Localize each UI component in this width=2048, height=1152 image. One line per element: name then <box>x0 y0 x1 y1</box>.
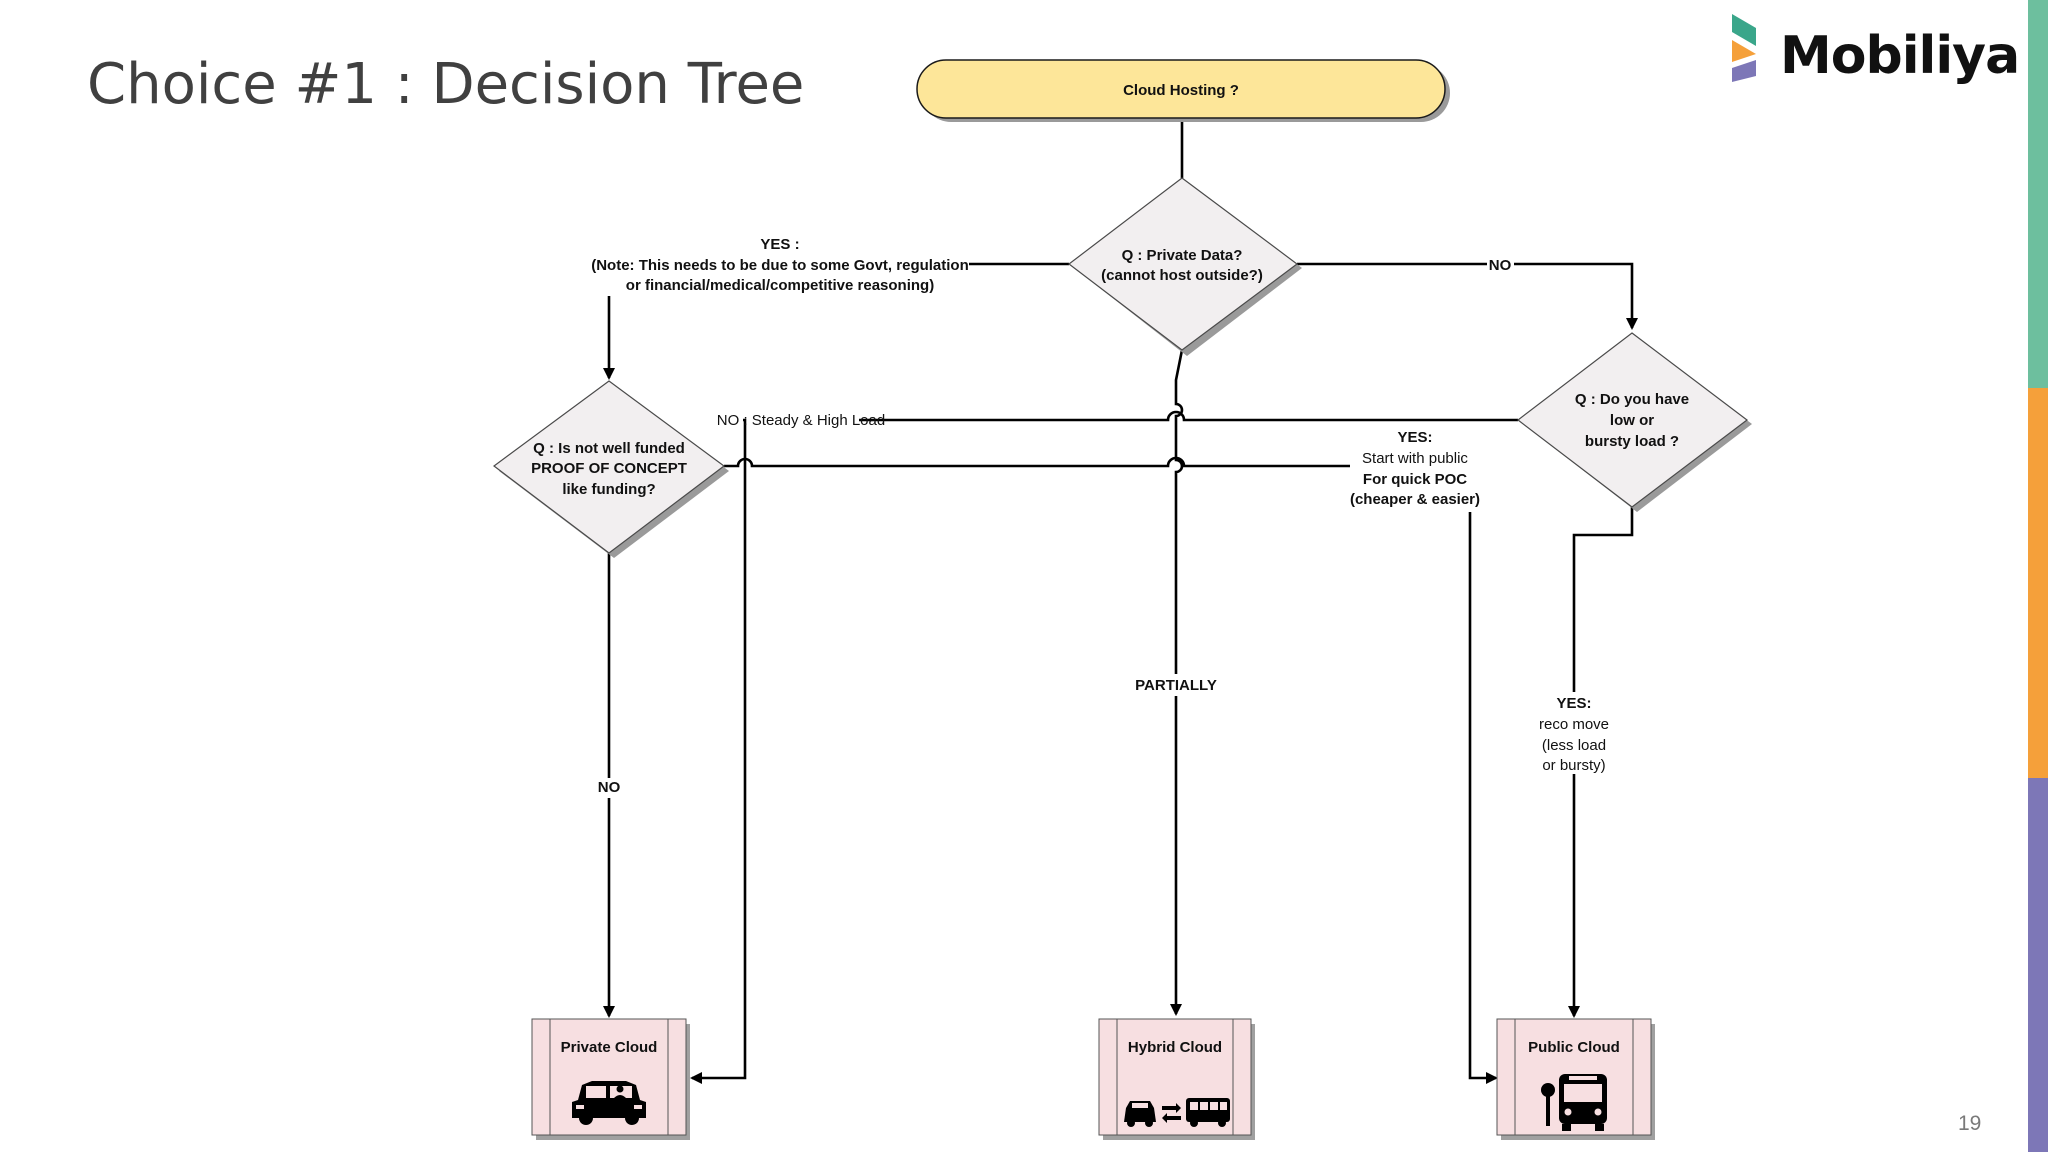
edge-no-steady-line-a <box>859 410 1518 422</box>
edge-yes-poc-line-b <box>1468 512 1498 1084</box>
accent-bar-orange <box>2028 388 2048 778</box>
question-poc-line-1: Q : Is not well funded <box>533 440 685 457</box>
edge-no-private-line-b <box>1514 262 1638 330</box>
svg-text:YES:: YES: <box>1397 429 1432 446</box>
question-load-line-3: bursty load ? <box>1585 433 1679 450</box>
svg-text:reco move: reco move <box>1539 716 1609 733</box>
svg-text:or bursty): or bursty) <box>1542 757 1605 774</box>
question-private-data-line-2: (cannot host outside?) <box>1101 267 1263 284</box>
question-poc-line-2: PROOF OF CONCEPT <box>531 460 687 477</box>
edge-yes-poc-line-a <box>724 456 1350 468</box>
page-title: Choice #1 : Decision Tree <box>87 52 805 117</box>
car-icon <box>572 1081 646 1125</box>
accent-bar-green <box>2028 0 2048 388</box>
question-load: Q : Do you have low or bursty load ? <box>1517 332 1752 512</box>
question-poc-line-3: like funding? <box>562 481 655 498</box>
edge-label-yes-private: YES : (Note: This needs to be due to som… <box>591 236 969 294</box>
question-poc: Q : Is not well funded PROOF OF CONCEPT … <box>492 380 729 558</box>
question-private-data: Q : Private Data? (cannot host outside?) <box>1068 177 1302 356</box>
page-number: 19 <box>1958 1112 1982 1135</box>
question-private-data-line-1: Q : Private Data? <box>1122 247 1243 264</box>
brand-logo: Mobiliya <box>1728 10 2020 90</box>
outcome-public-cloud-label: Public Cloud <box>1528 1039 1620 1056</box>
edge-label-yes-load: YES: reco move (less load or bursty) <box>1539 695 1609 774</box>
svg-text:Start with public: Start with public <box>1362 450 1468 467</box>
outcome-private-cloud-label: Private Cloud <box>561 1039 658 1056</box>
svg-text:YES :: YES : <box>760 236 799 253</box>
outcome-hybrid-cloud: Hybrid Cloud <box>1098 1018 1255 1140</box>
start-node: Cloud Hosting ? <box>916 59 1450 122</box>
svg-text:(Note: This needs to be due to: (Note: This needs to be due to some Govt… <box>591 257 969 274</box>
edge-no-steady-line-b <box>690 418 747 1084</box>
svg-text:For quick POC: For quick POC <box>1363 471 1467 488</box>
outcome-hybrid-cloud-label: Hybrid Cloud <box>1128 1039 1222 1056</box>
edge-label-no-steady: NO : Steady & High Load <box>717 412 885 429</box>
edge-label-no-private: NO <box>1489 257 1512 274</box>
outcome-private-cloud: Private Cloud <box>531 1018 690 1140</box>
accent-bar-purple <box>2028 778 2048 1152</box>
logo-mark-icon <box>1732 14 1756 82</box>
edge-label-yes-poc: YES: Start with public For quick POC (ch… <box>1350 429 1480 508</box>
question-load-line-2: low or <box>1610 412 1654 429</box>
car-bus-exchange-icon <box>1124 1098 1230 1127</box>
svg-text:YES:: YES: <box>1556 695 1591 712</box>
question-load-line-1: Q : Do you have <box>1575 391 1689 408</box>
svg-text:or financial/medical/competiti: or financial/medical/competitive reasoni… <box>626 277 934 294</box>
edge-label-partially: PARTIALLY <box>1135 677 1217 694</box>
svg-text:(less load: (less load <box>1542 737 1606 754</box>
svg-text:(cheaper & easier): (cheaper & easier) <box>1350 491 1480 508</box>
edge-partially-upper <box>1174 349 1184 674</box>
edge-yes-load-upper <box>1572 507 1634 692</box>
start-node-label: Cloud Hosting ? <box>1123 82 1239 99</box>
outcome-public-cloud: Public Cloud <box>1496 1018 1655 1140</box>
brand-name: Mobiliya <box>1780 26 2020 86</box>
bus-stop-icon <box>1541 1074 1607 1131</box>
edge-label-no-poc: NO <box>598 779 621 796</box>
